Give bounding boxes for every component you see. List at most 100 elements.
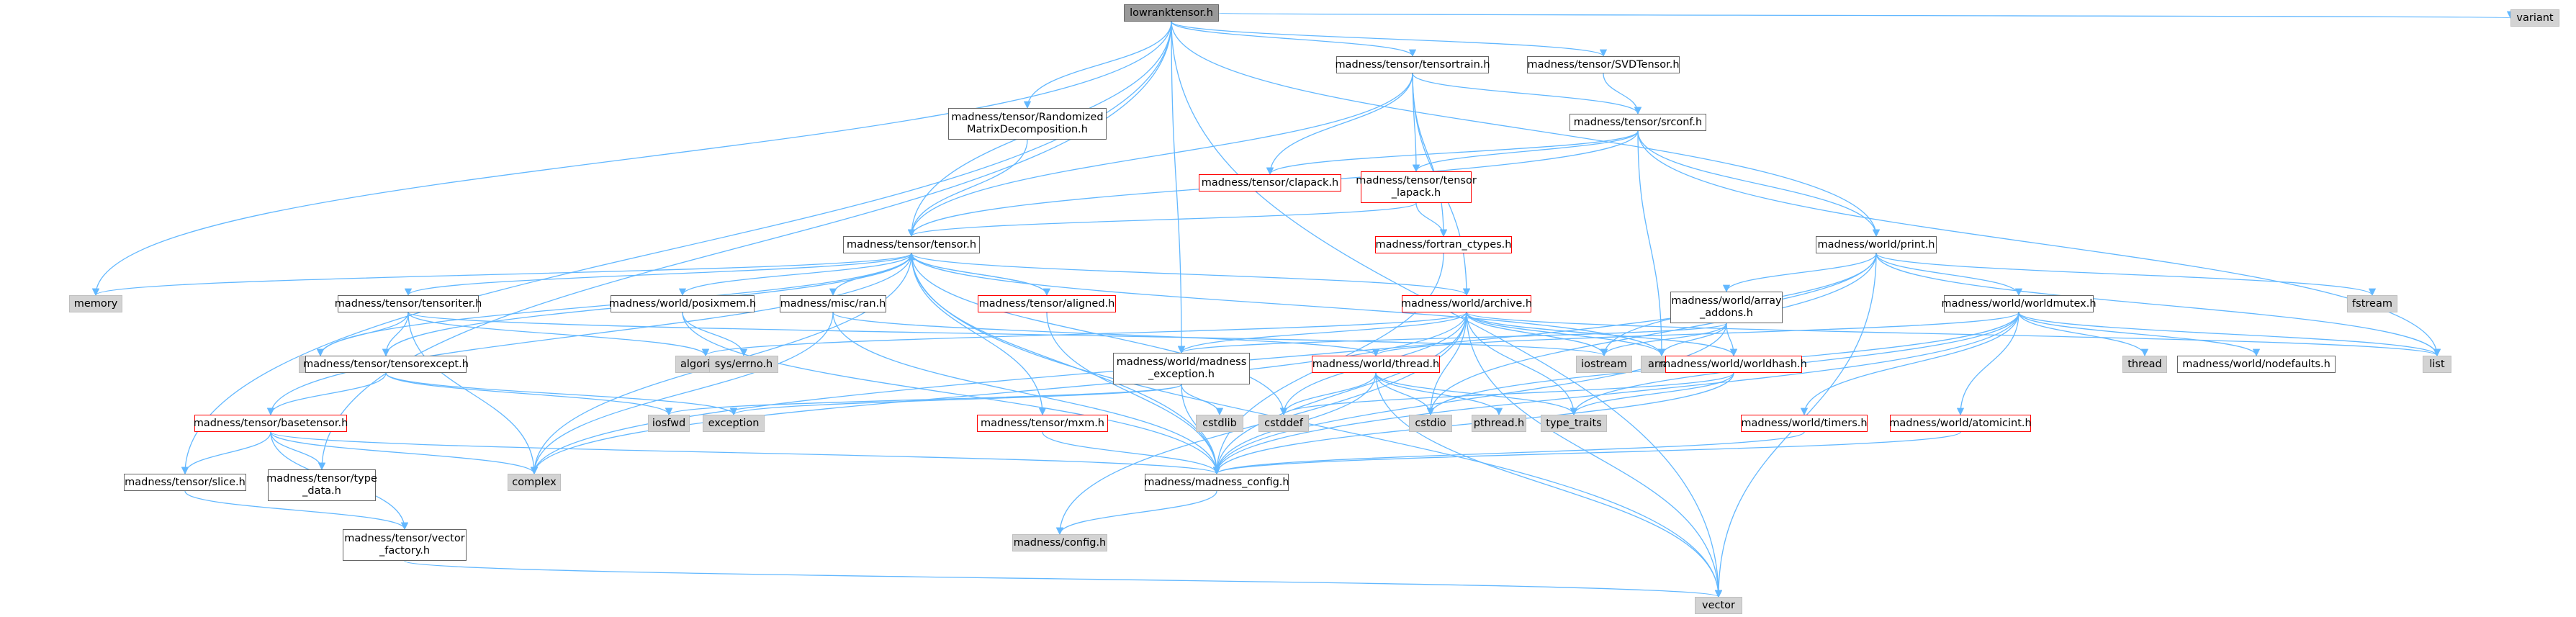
node-worldthread[interactable]: madness/world/thread.h: [1312, 356, 1440, 373]
edge-ran-to-worldthread: [832, 312, 1379, 357]
node-lowranktensor[interactable]: lowranktensor.h: [1124, 4, 1219, 22]
edge-worldthread-to-type-traits: [1375, 372, 1578, 416]
edge-worldmutex-to-list: [2018, 312, 2441, 357]
edge-array-addons-to-madness-exception: [1178, 323, 1727, 354]
node-print[interactable]: madness/world/print.h: [1816, 236, 1937, 253]
edge-slice-to-vector-factory: [184, 490, 409, 531]
node-worldhash[interactable]: madness/world/worldhash.h: [1660, 356, 1807, 373]
edge-tensor-to-memory: [92, 253, 912, 297]
node-config[interactable]: madness/config.h: [1012, 534, 1107, 551]
node-complex[interactable]: complex: [508, 474, 561, 491]
edge-svdtensor-to-srconf: [1603, 73, 1642, 115]
edge-tensoriter-to-cmath: [316, 312, 409, 357]
edge-atomicint-to-madness-config: [1213, 431, 1961, 475]
node-mxm[interactable]: madness/tensor/mxm.h: [977, 415, 1108, 432]
edge-worldhash-to-cstddef: [1280, 372, 1734, 416]
node-array-addons[interactable]: madness/world/array _addons.h: [1670, 292, 1783, 323]
node-tensor[interactable]: madness/tensor/tensor.h: [843, 236, 980, 253]
edge-array-addons-to-array: [1657, 323, 1727, 357]
node-srconf[interactable]: madness/tensor/srconf.h: [1570, 114, 1706, 131]
node-list[interactable]: list: [2423, 356, 2451, 373]
edge-posixmem-to-sys-errno: [682, 312, 748, 357]
edge-tensorexcept-to-iosfwd: [385, 372, 673, 416]
node-madness-exception[interactable]: madness/world/madness _exception.h: [1113, 353, 1250, 384]
edge-madness-exception-to-cstdlib: [1181, 384, 1224, 416]
edge-aligned-to-tensor: [907, 252, 1048, 296]
edge-worldhash-to-type-traits: [1570, 372, 1734, 416]
edge-srconf-to-print: [1637, 130, 1881, 238]
edge-basetensor-to-slice: [181, 431, 271, 475]
edge-randomized-to-tensor: [907, 139, 1028, 238]
edge-tensortrain-to-clapack: [1266, 73, 1413, 176]
node-thread-std[interactable]: thread: [2122, 356, 2167, 373]
edge-srconf-to-array: [1637, 130, 1666, 357]
edge-print-to-list: [1875, 253, 2441, 357]
edge-posixmem-to-madness-config: [682, 312, 1221, 475]
edge-tensor-to-basetensor: [266, 253, 912, 416]
node-exception[interactable]: exception: [703, 415, 765, 432]
edge-archive-to-iostream: [1466, 312, 1608, 357]
node-cstddef[interactable]: cstddef: [1258, 415, 1309, 432]
edge-madness-config-to-config: [1055, 490, 1217, 536]
edge-archive-to-array: [1466, 312, 1666, 357]
edge-lowranktensor-to-madness-exception: [1171, 21, 1186, 354]
node-vector[interactable]: vector: [1695, 597, 1742, 614]
node-archive[interactable]: madness/world/archive.h: [1401, 295, 1532, 312]
edge-lowranktensor-to-randomized: [1023, 21, 1172, 109]
edge-aligned-to-madness-config: [1046, 312, 1221, 475]
node-memory[interactable]: memory: [69, 295, 122, 312]
edge-tensor-to-archive: [911, 253, 1470, 297]
edge-worldmutex-to-worldthread: [1372, 312, 2019, 357]
edge-lowranktensor-to-memory: [91, 21, 1172, 297]
node-basetensor[interactable]: madness/tensor/basetensor.h: [194, 415, 348, 432]
edge-tensorexcept-to-exception: [385, 372, 738, 416]
edge-print-to-worldmutex: [1875, 253, 2023, 297]
edge-lowranktensor-to-type-data: [318, 21, 1172, 471]
edge-ran-to-madness-config: [832, 312, 1221, 475]
edge-lowranktensor-to-print: [1171, 21, 1881, 238]
edge-tensoriter-to-complex: [407, 312, 539, 475]
node-pthread[interactable]: pthread.h: [1472, 415, 1526, 432]
edge-vector-factory-to-vector: [404, 560, 1722, 598]
node-cstdlib[interactable]: cstdlib: [1196, 415, 1243, 432]
node-iostream[interactable]: iostream: [1576, 356, 1632, 373]
edge-srconf-to-tensor-lapack: [1412, 130, 1639, 173]
edge-tensor-lapack-to-fortran-ctypes: [1415, 202, 1448, 238]
node-tensortrain[interactable]: madness/tensor/tensortrain.h: [1335, 56, 1490, 73]
edge-tensoriter-to-tensorexcept: [382, 312, 409, 357]
node-fortran-ctypes[interactable]: madness/fortran_ctypes.h: [1375, 236, 1512, 253]
edge-print-to-array-addons: [1722, 253, 1877, 293]
node-atomicint[interactable]: madness/world/atomicint.h: [1889, 415, 2032, 432]
node-svdtensor[interactable]: madness/tensor/SVDTensor.h: [1527, 56, 1680, 73]
node-cstdio[interactable]: cstdio: [1409, 415, 1452, 432]
edge-tensoriter-to-iostream: [407, 312, 1608, 357]
node-slice[interactable]: madness/tensor/slice.h: [124, 474, 246, 491]
edge-archive-to-list: [1466, 312, 2441, 357]
node-sys-errno[interactable]: sys/errno.h: [709, 356, 778, 373]
node-tensor-lapack[interactable]: madness/tensor/tensor _lapack.h: [1356, 171, 1477, 203]
node-worldmutex[interactable]: madness/world/worldmutex.h: [1941, 295, 2097, 312]
edge-srconf-to-clapack: [1266, 130, 1639, 176]
edge-basetensor-to-type-data: [270, 431, 326, 471]
node-tensorexcept[interactable]: madness/tensor/tensorexcept.h: [303, 356, 469, 373]
node-ran[interactable]: madness/misc/ran.h: [780, 295, 886, 312]
edge-timers-to-madness-config: [1213, 431, 1805, 475]
node-randomized[interactable]: madness/tensor/Randomized MatrixDecompos…: [948, 108, 1107, 140]
node-nodefaults[interactable]: madness/world/nodefaults.h: [2177, 356, 2336, 373]
node-timers[interactable]: madness/world/timers.h: [1741, 415, 1868, 432]
node-clapack[interactable]: madness/tensor/clapack.h: [1199, 174, 1341, 192]
node-vector-factory[interactable]: madness/tensor/vector _factory.h: [343, 529, 467, 561]
edge-mxm-to-madness-config: [1042, 431, 1221, 475]
edge-worldmutex-to-thread-std: [2018, 312, 2149, 357]
edge-array-addons-to-iostream: [1600, 323, 1727, 357]
node-type-data[interactable]: madness/tensor/type _data.h: [266, 469, 377, 501]
node-fstream[interactable]: fstream: [2347, 295, 2397, 312]
node-iosfwd[interactable]: iosfwd: [648, 415, 690, 432]
node-aligned[interactable]: madness/tensor/aligned.h: [978, 295, 1116, 312]
node-tensoriter[interactable]: madness/tensor/tensoriter.h: [335, 295, 482, 312]
node-madness-config[interactable]: madness/madness_config.h: [1144, 474, 1289, 491]
node-posixmem[interactable]: madness/world/posixmem.h: [609, 295, 756, 312]
node-type-traits[interactable]: type_traits: [1541, 415, 1607, 432]
edge-print-to-cstdio: [1426, 253, 1877, 416]
node-variant[interactable]: variant: [2510, 9, 2559, 27]
